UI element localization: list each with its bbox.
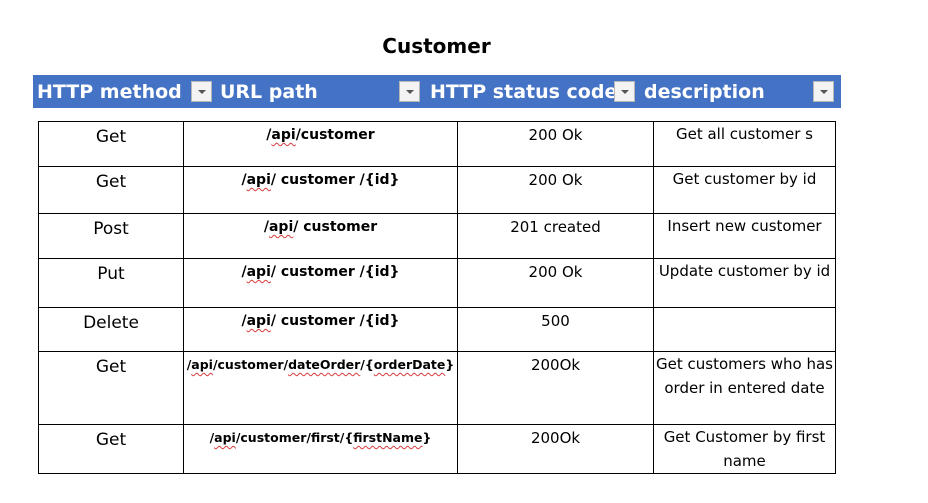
filter-dropdown-icon[interactable] [399,81,420,102]
header-http-status-code: HTTP status code [426,75,640,108]
filter-dropdown-icon[interactable] [614,81,635,102]
method-cell: Put [38,258,184,308]
status-cell: 200 Ok [457,166,654,214]
page-title: Customer [382,34,491,58]
status-cell: 200Ok [457,424,654,474]
table-row: Get /api/customer/dateOrder/{orderDate} … [38,351,836,425]
url-cell: /api/customer/first/{firstName} [183,424,458,474]
filter-dropdown-icon[interactable] [813,81,834,102]
header-http-method: HTTP method [33,75,216,108]
header-label: description [644,81,765,103]
table-row: Put /api/ customer /{id} 200 Ok Update c… [38,258,836,308]
table-row: Get /api/ customer /{id} 200 Ok Get cust… [38,166,836,214]
table-header: HTTP method URL path HTTP status code de… [33,75,841,108]
header-label: HTTP status code [430,81,618,103]
url-cell: /api/ customer /{id} [183,307,458,352]
method-cell: Post [38,213,184,259]
url-cell: /api/customer/dateOrder/{orderDate} [183,351,458,425]
description-cell: Insert new customer [653,213,836,259]
status-cell: 200 Ok [457,121,654,167]
status-cell: 500 [457,307,654,352]
header-label: URL path [220,81,318,103]
description-cell: Get all customer s [653,121,836,167]
url-cell: /api/ customer [183,213,458,259]
description-cell: Update customer by id [653,258,836,308]
description-cell: Get Customer by first name [653,424,836,474]
status-cell: 200Ok [457,351,654,425]
url-cell: /api/ customer /{id} [183,258,458,308]
table-row: Delete /api/ customer /{id} 500 [38,307,836,352]
table-row: Post /api/ customer 201 created Insert n… [38,213,836,259]
header-description: description [640,75,841,108]
method-cell: Delete [38,307,184,352]
endpoints-table: Get /api/customer 200 Ok Get all custome… [38,121,836,474]
status-cell: 201 created [457,213,654,259]
header-url-path: URL path [216,75,426,108]
header-label: HTTP method [37,81,182,103]
url-cell: /api/customer [183,121,458,167]
method-cell: Get [38,351,184,425]
method-cell: Get [38,424,184,474]
status-cell: 200 Ok [457,258,654,308]
table-row: Get /api/customer/first/{firstName} 200O… [38,424,836,474]
description-cell: Get customers who has order in entered d… [653,351,836,425]
description-cell [653,307,836,352]
url-cell: /api/ customer /{id} [183,166,458,214]
table-row: Get /api/customer 200 Ok Get all custome… [38,121,836,167]
method-cell: Get [38,121,184,167]
description-cell: Get customer by id [653,166,836,214]
filter-dropdown-icon[interactable] [191,81,212,102]
method-cell: Get [38,166,184,214]
